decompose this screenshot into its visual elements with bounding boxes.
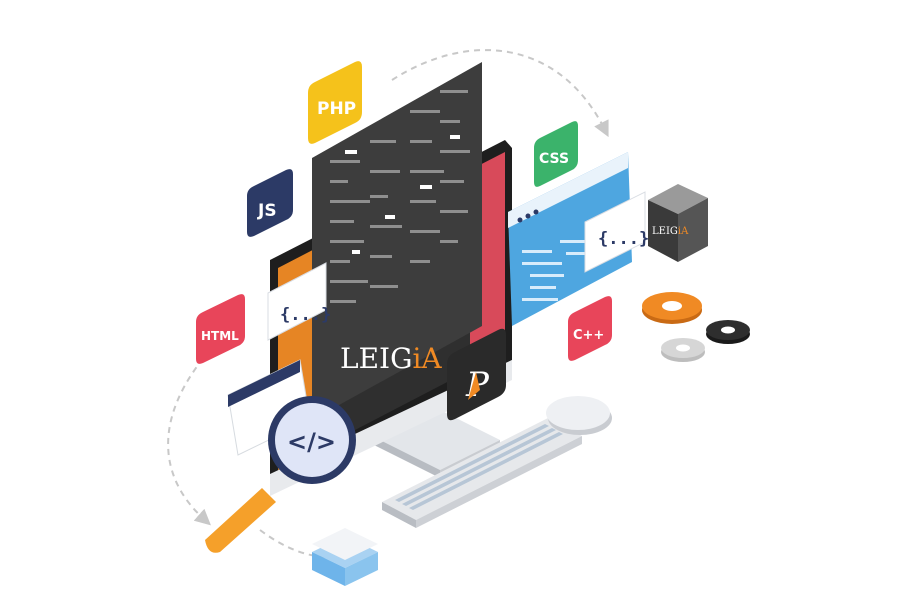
svg-text:C++: C++ — [573, 328, 604, 343]
app-icon: P — [447, 328, 506, 421]
cube-logo: LEIGiA — [652, 226, 689, 237]
cube: LEIGiA — [648, 184, 708, 262]
svg-text:PHP: PHP — [317, 99, 356, 119]
braces-card-left: {...} — [267, 262, 331, 341]
svg-text:HTML: HTML — [201, 329, 239, 343]
svg-text:</>: </> — [287, 428, 336, 456]
svg-text:{...}: {...} — [598, 229, 649, 249]
js-badge: JS — [247, 169, 293, 237]
braces-card-right: {...} — [584, 191, 649, 273]
css-badge: CSS — [534, 121, 578, 187]
cpp-badge: C++ — [568, 296, 612, 361]
php-badge: PHP — [308, 61, 362, 144]
magnifier-icon: </> — [205, 396, 356, 553]
svg-text:{...}: {...} — [280, 305, 331, 325]
svg-text:JS: JS — [257, 201, 277, 221]
blue-code-window — [508, 152, 632, 326]
screen-logo: LEIGiA — [340, 342, 442, 375]
layers-icon — [312, 528, 378, 586]
keyboard — [382, 418, 582, 528]
html-badge: HTML — [196, 294, 245, 364]
svg-text:CSS: CSS — [539, 151, 569, 167]
code-panel: LEIGiA — [312, 62, 482, 420]
code-lines — [330, 90, 470, 303]
mouse — [546, 396, 612, 435]
code-highlights — [345, 135, 460, 254]
gear-icon — [642, 292, 750, 362]
